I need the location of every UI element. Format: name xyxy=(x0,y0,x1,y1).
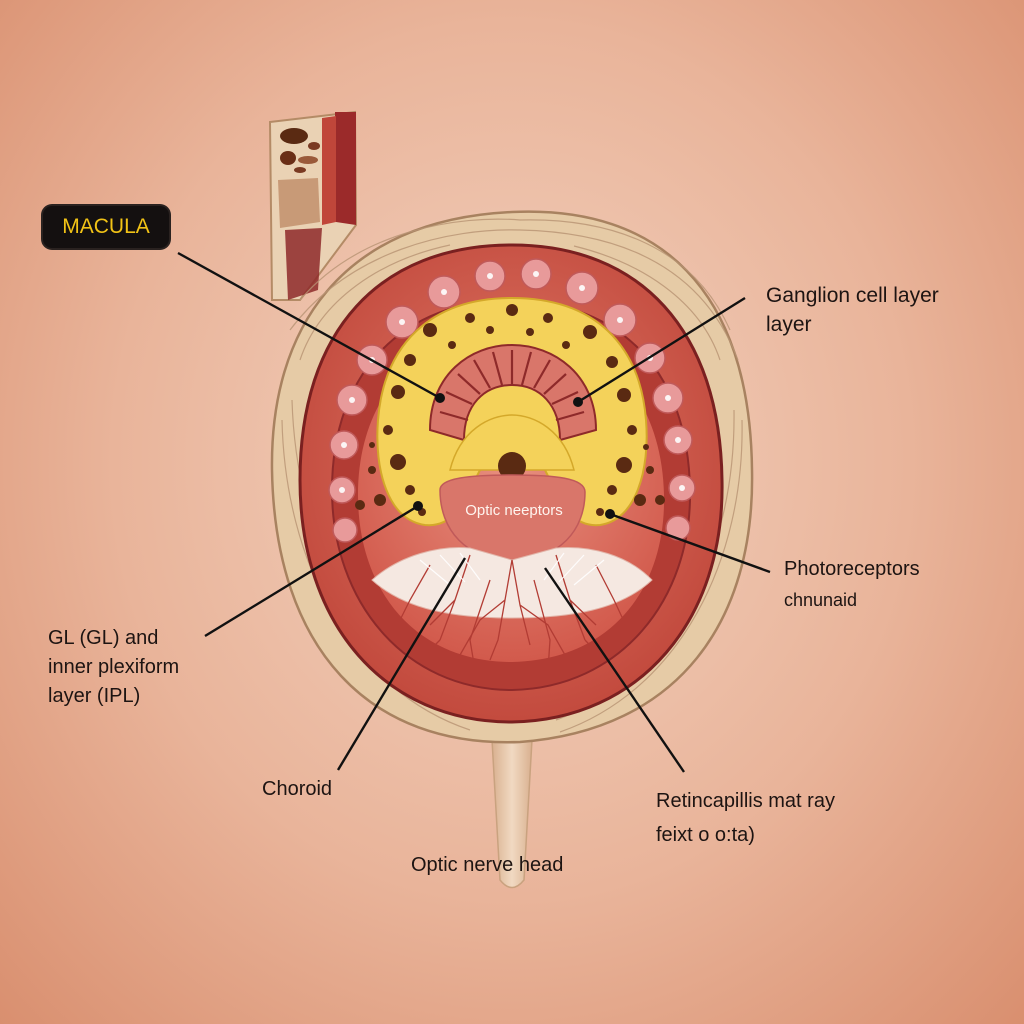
optic-neeptors-label: Optic neeptors xyxy=(465,502,563,519)
gcl-ipl-label: GL (GL) and inner plexiform layer (IPL) xyxy=(48,624,179,711)
leader-choroid xyxy=(336,557,467,771)
leader-gcl xyxy=(204,504,419,638)
gcl-label-line3: layer (IPL) xyxy=(48,685,141,707)
ganglion-label-line2: layer xyxy=(766,312,812,336)
leader-lines xyxy=(177,251,771,773)
retinal-fiber-band xyxy=(371,547,653,619)
optic-nerve-stalk xyxy=(491,739,533,889)
gcl-label-line2: inner plexiform xyxy=(48,656,180,678)
capillary-network xyxy=(394,554,629,671)
ganglion-label: Ganglion cell layer layer xyxy=(766,282,939,340)
macula-striations xyxy=(428,343,598,442)
leader-macula xyxy=(177,251,441,400)
photoreceptors-label-line1: Photoreceptors xyxy=(784,558,920,580)
fovea-pit xyxy=(498,452,526,480)
macula-tag: MACULA xyxy=(43,206,169,248)
photoreceptors-label: Photoreceptors chnunaid xyxy=(784,556,920,612)
leader-photoreceptors xyxy=(609,512,771,574)
choroid-label: Choroid xyxy=(262,778,333,800)
photoreceptors-label-line2: chnunaid xyxy=(784,589,858,610)
retincapillis-label-line1: Retincapillis mat ray xyxy=(656,790,835,812)
brown-dots xyxy=(355,304,665,516)
leader-ganglion xyxy=(577,296,746,404)
tissue-column xyxy=(268,110,358,301)
gcl-label-line1: GL (GL) and xyxy=(48,627,159,649)
fovea-mound xyxy=(449,414,575,471)
ganglion-label-line1: Ganglion cell layer xyxy=(766,284,939,307)
optic-nerve-head-label: Optic nerve head xyxy=(411,854,564,876)
retincapillis-label: Retincapillis mat ray feixt o o:ta) xyxy=(656,784,835,852)
retincapillis-label-line2: feixt o o:ta) xyxy=(656,824,755,846)
leader-retincapillis xyxy=(544,567,685,773)
